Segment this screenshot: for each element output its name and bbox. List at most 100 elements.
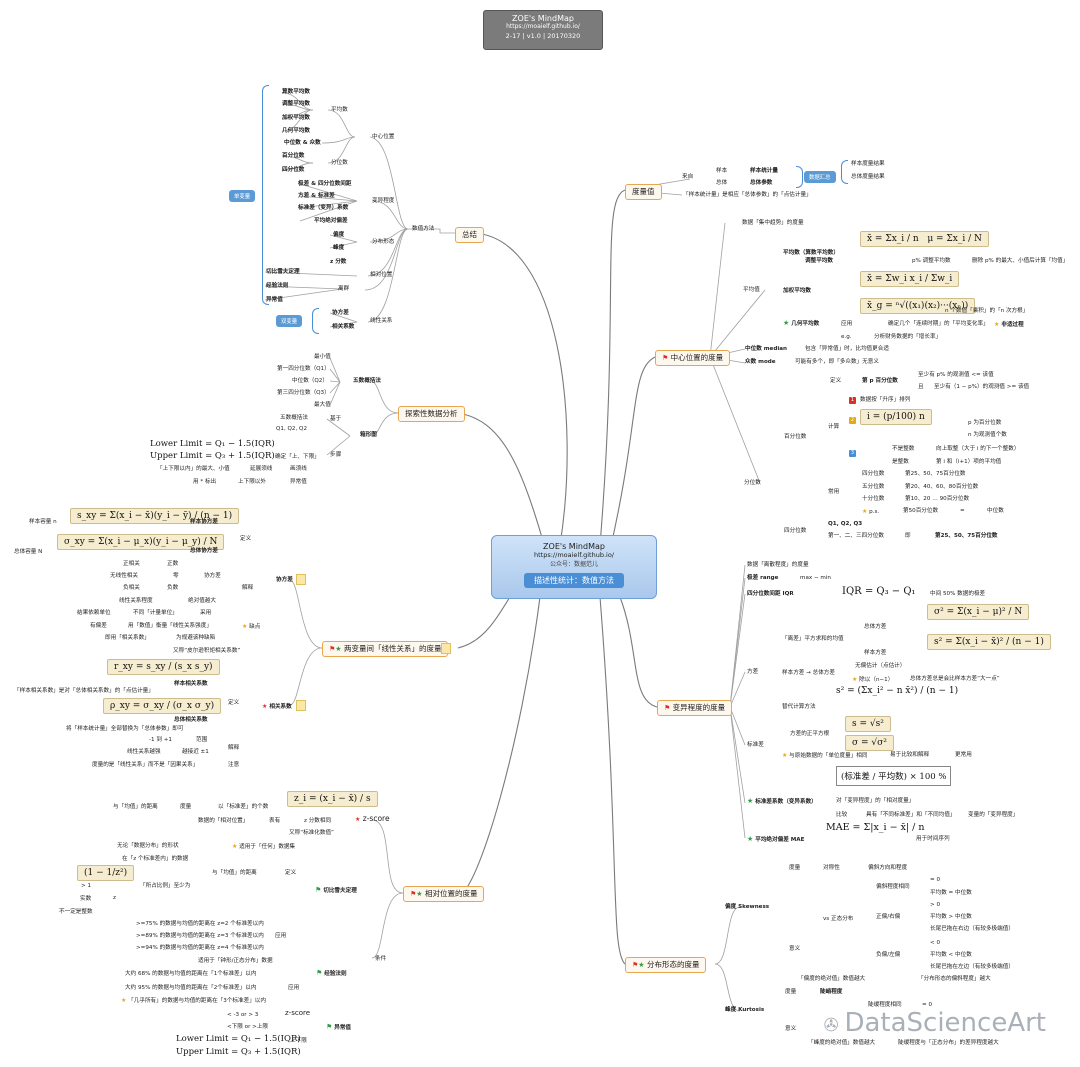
summary-center: 中心位置: [372, 134, 395, 140]
summary-var-item: 平均绝对偏差: [314, 218, 348, 224]
var-std: 标准差: [747, 742, 764, 748]
center-geo-eg: e.g.: [841, 334, 852, 340]
relpos-cheb-any-b: ★ 适用于「任何」数据集: [232, 843, 296, 850]
green-flag-icon: ⚑: [316, 969, 323, 977]
var-unbiased: 无偏估计（点估计）: [855, 663, 906, 669]
linear-sample-corr-note: 「样本相关系数」是对「总体相关系数」的「点估计量」: [14, 688, 154, 694]
measure-r2: 总体度量结果: [851, 174, 885, 180]
shape-sym: 对称性: [823, 865, 840, 871]
central-title: ZOE's MindMap: [543, 542, 605, 551]
green-flag-icon: ⚑: [315, 886, 322, 894]
relpos-z-b1: 数据的「相对位置」: [198, 818, 249, 824]
relpos-z-a3: 以「标准差」的个数: [218, 804, 269, 810]
relpos-cheb-z: z: [113, 895, 116, 901]
relpos-cheb-def-a: 在「z 个标准差内」的数据: [122, 856, 189, 862]
formula-sample-var: s² = Σ(x_i − x̄)² / (n − 1): [927, 634, 1051, 650]
formula-iqr: IQR = Q₃ − Q₁: [842, 586, 916, 597]
relpos-out-limits-b: 上下限: [290, 1038, 307, 1044]
eda-steps: 步骤: [330, 452, 342, 458]
center-pct: 百分位数: [784, 434, 807, 440]
center-trim-a: p% 调整平均数: [912, 258, 951, 264]
var-cv-d: 变量的「变异程度」: [968, 812, 1019, 818]
relpos-z-a2: 度量: [180, 804, 192, 810]
eda-five-item: 第三四分位数（Q3）: [277, 390, 330, 396]
linear-range-b: 范围: [196, 737, 208, 743]
header-box: ZOE's MindMap https://moaielf.github.io/…: [483, 10, 603, 50]
topic-center[interactable]: ⚑ 中心位置的度量: [655, 350, 731, 366]
shape-measure: 度量: [789, 865, 801, 871]
linear-corr-note: 又称“皮尔逊积矩相关系数”: [173, 648, 241, 654]
relpos-cheb-real: 实数: [80, 896, 92, 902]
var-note: 数据「离散程度」的度量: [747, 562, 809, 568]
linear-total-corr-note: 将「样本统计量」全部替换为「总体参数」即可: [66, 726, 184, 732]
center-calc1: 数据按「升序」排列: [860, 397, 911, 403]
relpos-z: ★ z-score: [355, 814, 390, 823]
linear-total-n: 总体容量 N: [14, 549, 43, 555]
summary-mean-item: 几何平均数: [282, 128, 310, 134]
topic-summary[interactable]: 总结: [455, 227, 484, 243]
summary-quantile-item: 百分位数: [282, 153, 305, 159]
green-star-icon: ★: [747, 835, 754, 843]
var-sq: 方差的正平方根: [790, 731, 830, 737]
eda-five-item: 最大值: [314, 402, 331, 408]
shape-k-measure: 度量: [785, 989, 797, 995]
center-c2-a: 第20、40、60、80百分位数: [905, 484, 979, 490]
topic-variability[interactable]: ⚑ 变异程度的度量: [657, 700, 733, 716]
eda-whisker-res: 画须线: [290, 466, 307, 472]
shape-k-same-a: = 0: [922, 1002, 933, 1008]
pill-single-variable: 单变量: [229, 190, 256, 202]
center-pth-a: 至少有 p% 的观测值 <= 该值: [918, 372, 994, 378]
var-pop-var: 总体方差: [864, 624, 887, 630]
central-subtitle: 公众号：数据范儿: [549, 561, 598, 568]
shape-k-steep: 陡峭程度: [820, 989, 843, 995]
formula-std-sample: s = √s²: [845, 716, 891, 732]
eda-five-item: 第一四分位数（Q1）: [277, 366, 330, 372]
var-mae-a: 用于时间序列: [916, 836, 950, 842]
green-star-icon: ★: [416, 890, 423, 898]
center-median-a: 包含「异常值」时，比均值更合适: [805, 346, 889, 352]
center-pth-c: 至少有（1 − p%）的观测值 >= 该值: [934, 384, 1030, 390]
summary-var-item: 标准差（变异）系数: [298, 205, 349, 211]
pill-summary: 数据汇总: [804, 171, 836, 183]
linear-none: 无线性相关: [110, 573, 138, 579]
var-alt: 替代计算方法: [782, 704, 816, 710]
topic-relative-position[interactable]: ⚑★ 相对位置的度量: [403, 886, 485, 902]
eda-lower-limit: Lower Limit = Q₁ − 1.5(IQR): [150, 439, 275, 449]
red-flag-icon: ⚑: [662, 354, 669, 362]
var-cv-c: 具有「不同标准差」和「不同均值」: [866, 812, 956, 818]
summary-relative: 相对位置: [370, 272, 393, 278]
linear-corr-define: 定义: [228, 700, 240, 706]
relpos-cheb-app: 应用: [275, 933, 287, 939]
center-pth-b: 且: [918, 384, 924, 390]
central-topic[interactable]: ZOE's MindMap https://moaielf.github.io/…: [491, 535, 657, 599]
topic-measure[interactable]: 度量值: [625, 184, 662, 200]
relpos-z-c: 又称“标准化数值”: [289, 830, 334, 836]
linear-flaw2-b: 用「数值」衡量「线性关系强度」: [128, 623, 212, 629]
summary-method: 数值方法: [412, 226, 435, 232]
red-flag-icon: ⚑: [410, 890, 417, 898]
step-2-icon: 2: [849, 417, 856, 424]
shape-kurt: 峰度 Kurtosis: [725, 1007, 765, 1013]
relpos-cheb: ⚑ 切比雪夫定理: [315, 886, 357, 895]
var-dev: 「离差」平方求和的均值: [782, 636, 844, 642]
summary-linear-item: 协方差: [332, 310, 349, 316]
center-geo-use-b: ★ 非适过程: [994, 321, 1024, 328]
relpos-z-b3: z 分数相同: [304, 818, 332, 824]
relpos-cheb-gt1: > 1: [81, 883, 92, 889]
linear-define: 定义: [240, 536, 252, 542]
relpos-emp: ⚑ 经验法则: [316, 969, 347, 978]
topic-eda[interactable]: 探索性数据分析: [398, 406, 465, 422]
topic-linear-relation[interactable]: ⚑★ 两变量间「线性关系」的度量: [322, 641, 449, 657]
eda-mark-res: 异常值: [290, 479, 307, 485]
center-c3-a: 第10、20 … 90百分位数: [905, 496, 970, 502]
center-weighted: 加权平均数: [783, 288, 811, 294]
two-variable-bracket: [312, 308, 319, 334]
measure-sample-stat: 样本统计量: [750, 168, 778, 174]
linear-interp: 解释: [242, 585, 254, 591]
shape-ns: 偏斜程度相同: [876, 884, 910, 890]
center-mode-a: 可能有多个，即「多众数」无意义: [795, 359, 879, 365]
center-quart: 四分位数: [784, 528, 807, 534]
topic-shape[interactable]: ⚑★ 分布形态的度量: [625, 957, 707, 973]
var-cv: ★ 标准差系数（变异系数）: [747, 797, 817, 806]
linear-sample-corr: 样本相关系数: [174, 681, 208, 687]
